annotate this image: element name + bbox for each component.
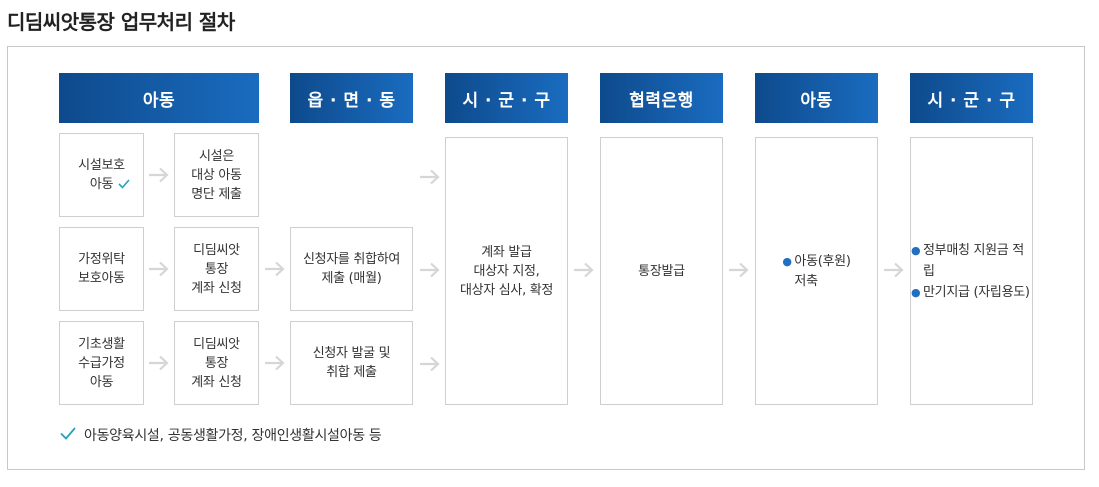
list-item-sub: 저축 <box>794 274 818 289</box>
list-item: ● 만기지급 (자립용도) <box>911 282 1032 303</box>
check-icon <box>60 426 76 444</box>
footnote-text: 아동양육시설, 공동생활가정, 장애인생활시설아동 등 <box>84 428 382 444</box>
arrow-right-icon <box>419 356 441 372</box>
process-frame <box>7 46 1085 470</box>
box-child-saving: ● 아동(후원) 저축 <box>755 137 878 405</box>
arrow-right-icon <box>148 355 170 371</box>
header-partner-bank: 협력은행 <box>600 73 723 123</box>
bullet-icon: ● <box>911 243 921 257</box>
header-child-1: 아동 <box>59 73 259 123</box>
box-basic-living-child: 기초생활 수급가정 아동 <box>59 321 144 405</box>
list-item: ● 정부매칭 지원금 적립 <box>911 240 1032 282</box>
header-si-gun-gu-1: 시 · 군 · 구 <box>445 73 568 123</box>
box-foster-child-label: 가정위탁 보호아동 <box>78 252 125 286</box>
arrow-right-icon <box>148 261 170 277</box>
arrow-right-icon <box>728 262 750 278</box>
header-eup-myeon-dong: 읍 · 면 · 동 <box>290 73 413 123</box>
box-facility-submit: 시설은 대상 아동 명단 제출 <box>174 133 259 217</box>
government-matching-list: ● 정부매칭 지원금 적립 ● 만기지급 (자립용도) <box>911 240 1032 303</box>
box-basic-living-child-label: 기초생활 수급가정 아동 <box>78 336 125 390</box>
child-saving-list: ● 아동(후원) 저축 <box>782 251 850 291</box>
box-account-issue: 계좌 발급 대상자 지정, 대상자 심사, 확정 <box>445 137 568 405</box>
box-government-matching: ● 정부매칭 지원금 적립 ● 만기지급 (자립용도) <box>910 137 1033 405</box>
box-bankbook-issue: 통장발급 <box>600 137 723 405</box>
header-child-2: 아동 <box>755 73 878 123</box>
list-item-label: 정부매칭 지원금 적립 <box>923 242 1024 279</box>
box-account-issue-label: 계좌 발급 대상자 지정, 대상자 심사, 확정 <box>459 244 554 298</box>
arrow-right-icon <box>148 167 170 183</box>
list-item: ● 아동(후원) <box>782 251 850 272</box>
box-discover-submit: 신청자 발굴 및 취합 제출 <box>290 321 413 405</box>
box-collect-submit: 신청자를 취합하여 제출 (매월) <box>290 227 413 311</box>
box-facility-submit-label: 시설은 대상 아동 명단 제출 <box>191 148 242 202</box>
box-account-apply-1: 디딤씨앗 통장 계좌 신청 <box>174 227 259 311</box>
box-facility-child: 시설보호 아동 <box>59 133 144 217</box>
box-account-apply-2-label: 디딤씨앗 통장 계좌 신청 <box>191 336 242 390</box>
bullet-icon: ● <box>911 285 921 299</box>
box-facility-child-label: 시설보호 아동 <box>78 158 125 192</box>
page-title: 디딤씨앗통장 업무처리 절차 <box>7 10 235 34</box>
box-collect-submit-label: 신청자를 취합하여 제출 (매월) <box>302 252 401 286</box>
arrow-right-icon <box>573 262 595 278</box>
arrow-right-icon <box>264 355 286 371</box>
arrow-right-icon <box>883 262 905 278</box>
header-si-gun-gu-2: 시 · 군 · 구 <box>910 73 1033 123</box>
box-discover-submit-label: 신청자 발굴 및 취합 제출 <box>312 346 391 380</box>
arrow-right-icon <box>419 262 441 278</box>
box-account-apply-2: 디딤씨앗 통장 계좌 신청 <box>174 321 259 405</box>
check-icon <box>118 176 130 195</box>
box-account-apply-1-label: 디딤씨앗 통장 계좌 신청 <box>191 242 242 296</box>
box-foster-child: 가정위탁 보호아동 <box>59 227 144 311</box>
list-item-label: 아동(후원) <box>794 254 851 269</box>
arrow-right-icon <box>264 261 286 277</box>
list-item-label: 만기지급 (자립용도) <box>923 284 1030 300</box>
footnote: 아동양육시설, 공동생활가정, 장애인생활시설아동 등 <box>60 425 382 445</box>
arrow-right-icon <box>419 169 441 185</box>
box-bankbook-issue-label: 통장발급 <box>638 263 685 279</box>
bullet-icon: ● <box>782 255 792 268</box>
